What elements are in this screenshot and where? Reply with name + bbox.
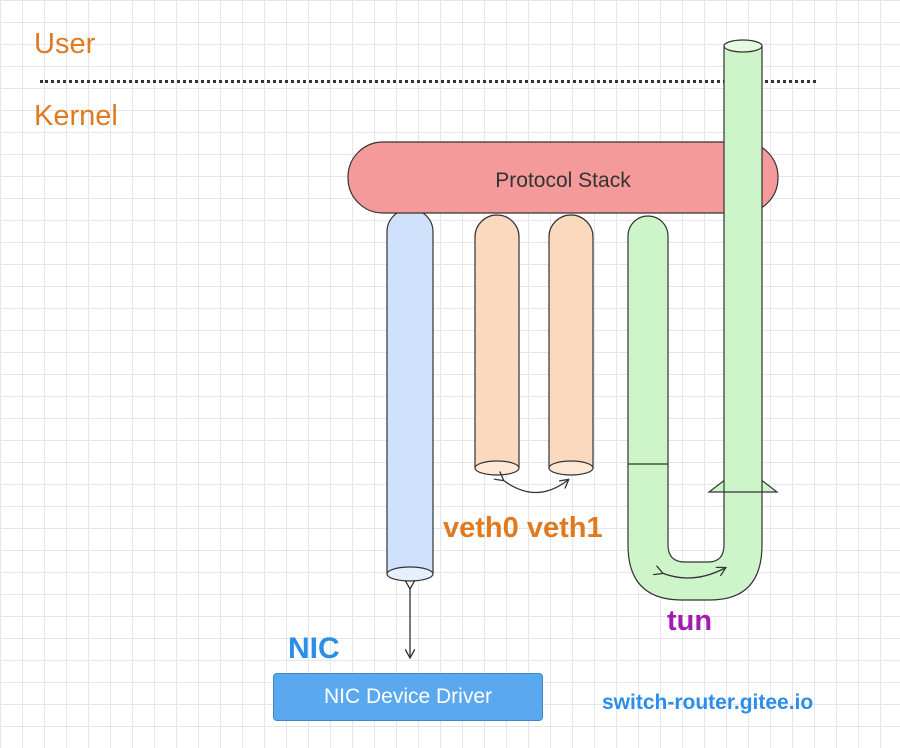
veth-pair-label: veth0 veth1	[443, 512, 603, 544]
nic-tube	[386, 208, 434, 575]
veth1-tube	[548, 214, 594, 469]
veth1-tube-opening	[548, 460, 594, 476]
nic-device-driver-box: NIC Device Driver	[273, 673, 543, 721]
protocol-stack-label: Protocol Stack	[495, 169, 631, 192]
veth-pair-link-arrow	[503, 480, 568, 493]
kernel-space-label: Kernel	[34, 100, 118, 132]
tun-user-tube	[723, 45, 763, 493]
tun-bottom-link-arrow	[662, 568, 725, 579]
user-space-label: User	[34, 28, 96, 60]
nic-tube-opening	[386, 566, 434, 582]
nic-label: NIC	[288, 632, 340, 665]
protocol-stack-box	[347, 141, 779, 214]
veth0-tube	[474, 214, 520, 469]
tun-label: tun	[667, 605, 713, 637]
veth0-tube-opening	[474, 460, 520, 476]
watermark-text: switch-router.gitee.io	[602, 691, 814, 714]
tun-tube	[627, 215, 779, 601]
tun-user-tube-top	[723, 39, 763, 53]
nic-device-driver-label: NIC Device Driver	[323, 685, 493, 708]
user-kernel-divider	[40, 80, 816, 83]
